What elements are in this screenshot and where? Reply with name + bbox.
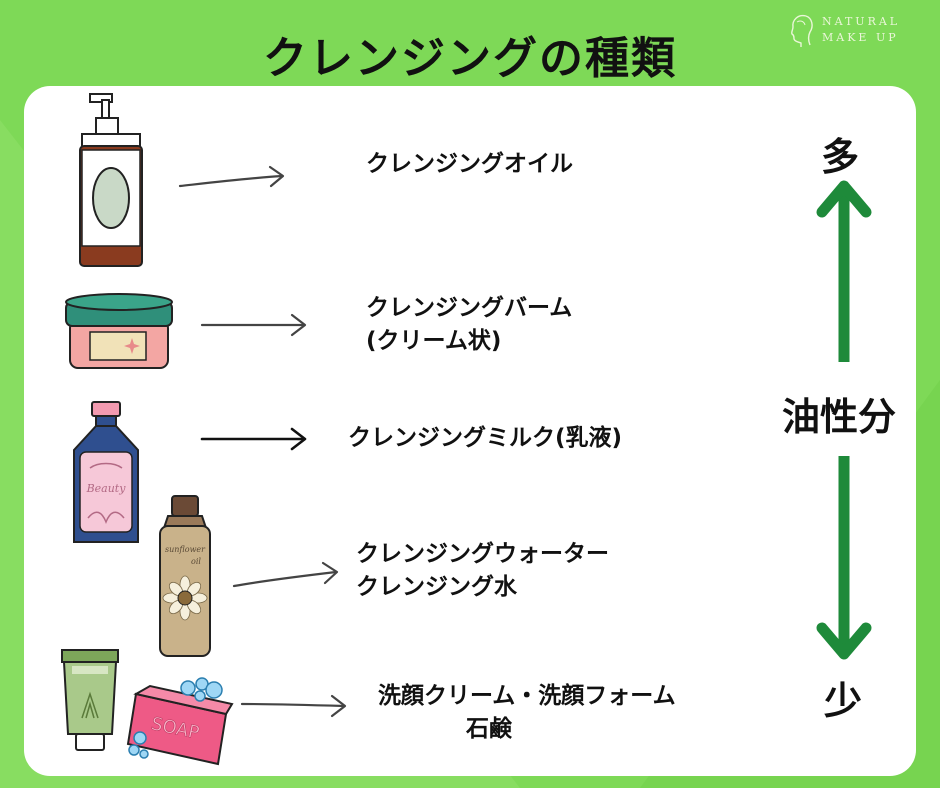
axis-label-oil-content: 油性分 [782, 395, 897, 439]
bottle-brand-text: Beauty [86, 482, 127, 495]
face-wash-tube-illustration [61, 649, 119, 751]
logo-text-line1: NATURAL [822, 15, 901, 28]
logo-text-line2: MAKE UP [822, 31, 899, 44]
balm-jar-illustration [65, 293, 173, 369]
water-bottle-illustration: sunflower oil [159, 495, 211, 657]
bottle-label-line2: oil [191, 557, 201, 566]
pointer-arrow-5 [240, 694, 347, 718]
pointer-arrow-2 [200, 313, 307, 337]
milk-bottle-illustration: Beauty [73, 401, 139, 543]
type-label-water: クレンジングウォーター クレンジング水 [356, 541, 609, 601]
pointer-arrow-3 [200, 427, 307, 451]
content-card [24, 86, 916, 776]
down-arrow-icon [816, 456, 872, 660]
oil-pump-bottle-illustration [79, 93, 143, 267]
page-title: クレンジングの種類 [263, 33, 677, 84]
brand-logo: NATURAL MAKE UP [786, 12, 916, 48]
type-label-wash: 洗顔クリーム・洗顔フォーム 石鹸 [378, 683, 676, 743]
axis-label-less: 少 [824, 679, 863, 723]
up-arrow-icon [816, 180, 872, 362]
face-profile-icon [791, 14, 813, 47]
type-label-oil: クレンジングオイル [366, 151, 573, 177]
type-label-milk: クレンジングミルク(乳液) [348, 425, 623, 451]
type-label-balm: クレンジングバーム (クリーム状) [366, 295, 573, 355]
soap-bar-illustration: SOAP [126, 677, 234, 766]
bottle-label-line1: sunflower [165, 545, 206, 554]
sunflower-icon [162, 575, 208, 621]
pointer-arrow-4 [232, 561, 339, 588]
pointer-arrow-1 [178, 165, 285, 188]
axis-label-more: 多 [821, 135, 860, 179]
